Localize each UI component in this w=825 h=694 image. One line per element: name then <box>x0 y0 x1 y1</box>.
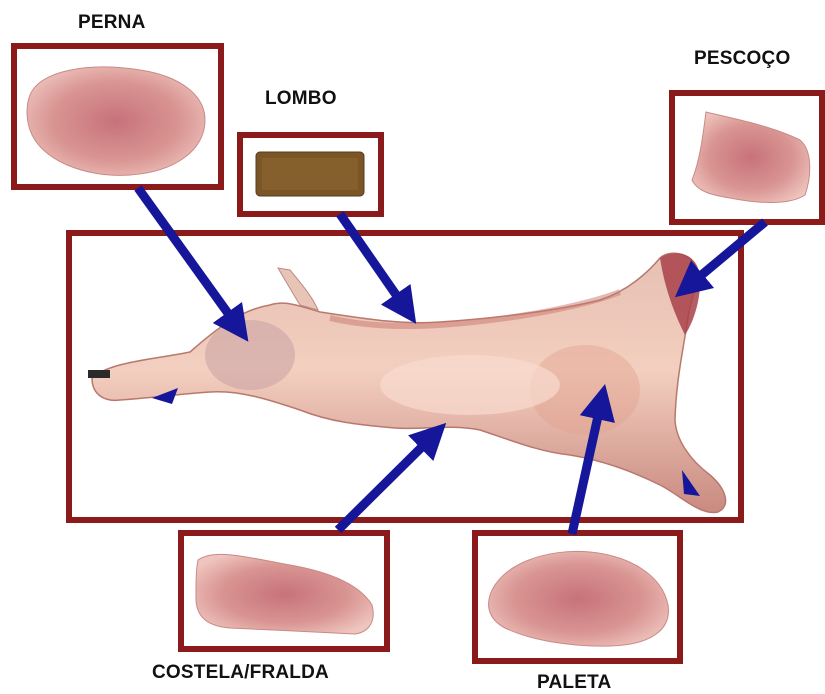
lamb-carcass <box>88 253 726 512</box>
label-lombo: LOMBO <box>265 88 337 110</box>
arrow-lombo <box>340 214 408 312</box>
arrow-perna <box>138 188 240 330</box>
arrow-costela <box>338 433 436 530</box>
label-costela-fralda: COSTELA/FRALDA <box>152 662 329 684</box>
label-pescoco: PESCOÇO <box>694 48 790 70</box>
label-paleta: PALETA <box>537 672 611 694</box>
label-perna: PERNA <box>78 12 146 34</box>
